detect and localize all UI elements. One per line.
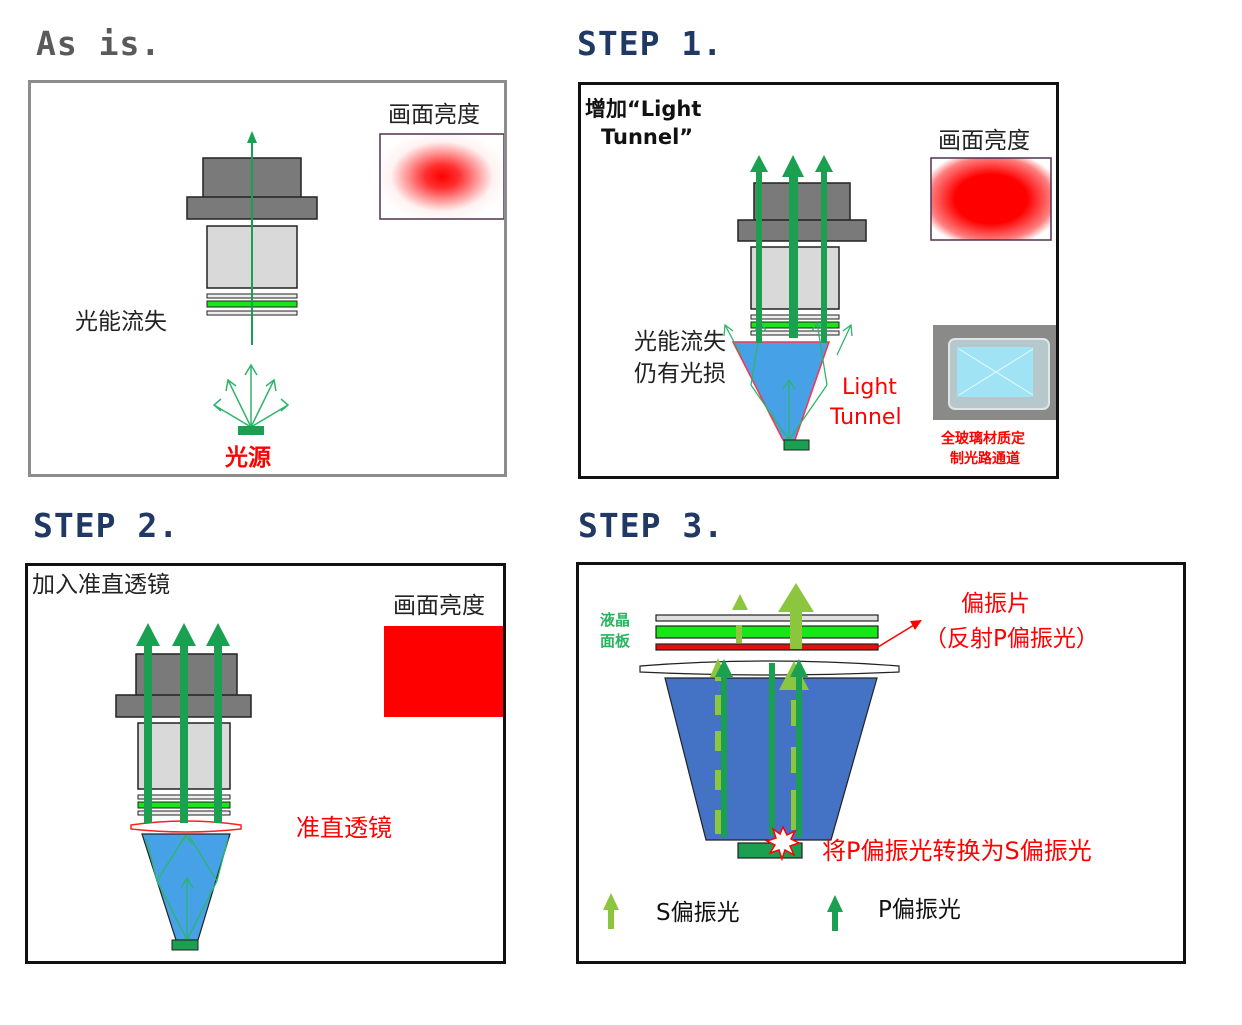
step-2-panel: 加入准直透镜 画面亮度 准直透镜 xyxy=(25,563,506,964)
light-source xyxy=(783,439,810,451)
step-1-diagram xyxy=(723,155,1056,451)
lens-cap-top xyxy=(753,182,851,222)
panel-title-step-2: STEP 2. xyxy=(33,506,180,545)
tunnel-label-line2: Tunnel xyxy=(830,405,902,430)
conversion-label: 将P偏振光转换为S偏振光 xyxy=(822,837,1092,865)
brightness-label: 画面亮度 xyxy=(938,128,1030,154)
step-1-caption-line1: 增加“Light xyxy=(585,97,702,121)
polarizer-pointer xyxy=(877,624,915,648)
lcd-layer-green xyxy=(655,625,879,639)
as-is-diagram xyxy=(186,131,504,435)
polarizer-label-line1: 偏振片 xyxy=(961,591,1030,617)
lcd-label-line1: 液晶 xyxy=(600,611,631,629)
tunnel-inner-rays xyxy=(723,321,853,441)
light-tunnel xyxy=(141,833,231,941)
scatter-rays xyxy=(212,363,290,428)
legend-p-arrow-icon xyxy=(827,895,843,931)
panel-title-step-3: STEP 3. xyxy=(578,506,725,545)
p-polarized-rays xyxy=(715,659,808,837)
step-3-diagram xyxy=(603,583,922,931)
step-2-diagram xyxy=(115,623,503,951)
brightness-label: 画面亮度 xyxy=(393,593,485,619)
polarizer-pointer-head xyxy=(910,620,922,630)
output-rays xyxy=(750,155,833,343)
collimating-lens xyxy=(130,820,242,833)
light-source xyxy=(171,939,199,951)
brightness-box xyxy=(930,157,1052,241)
light-source xyxy=(238,426,264,435)
brightness-box xyxy=(379,133,504,220)
photo-caption-line1: 全玻璃材质定 xyxy=(941,431,1025,447)
legend-s-arrow-icon xyxy=(603,893,619,929)
panel-title-step-1: STEP 1. xyxy=(577,24,724,63)
conversion-burst-icon xyxy=(765,825,801,862)
photo-caption-line2: 制光路通道 xyxy=(950,451,1020,467)
polarizer-label-line2: （反射P偏振光） xyxy=(924,626,1099,652)
step-2-caption: 加入准直透镜 xyxy=(32,572,170,598)
brightness-label: 画面亮度 xyxy=(388,102,480,128)
tunnel-inner-rays xyxy=(145,834,229,941)
lens-label: 准直透镜 xyxy=(296,814,392,842)
lcd-label-line2: 面板 xyxy=(600,632,631,650)
as-is-panel: 画面亮度 光能流失 光源 xyxy=(28,80,507,477)
legend-s-label: S偏振光 xyxy=(656,900,740,926)
loss-label-line2: 仍有光损 xyxy=(634,361,726,387)
brightness-box xyxy=(384,626,503,717)
step-3-panel: 液晶 面板 偏振片 （反射P偏振光） 将P偏振光转换为S偏振光 S偏振光 P偏振… xyxy=(576,562,1186,964)
polarizer-layer-red xyxy=(655,643,879,651)
light-tunnel xyxy=(731,341,831,441)
panel-title-as-is: As is. xyxy=(36,24,162,63)
light-ray-arrowhead xyxy=(247,131,257,143)
lcd-layer-top xyxy=(655,614,879,622)
tunnel-label-line1: Light xyxy=(842,375,897,400)
loss-label: 光能流失 xyxy=(75,309,167,335)
output-rays xyxy=(136,623,230,823)
legend-p-label: P偏振光 xyxy=(878,897,961,923)
step-1-caption-line2: Tunnel” xyxy=(601,125,694,149)
source-label: 光源 xyxy=(225,445,271,471)
lens-cap-base xyxy=(737,219,867,242)
loss-label-line1: 光能流失 xyxy=(634,329,726,355)
step-1-panel: 增加“Light Tunnel” 画面亮度 光能流失 仍有光损 Light Tu… xyxy=(578,82,1059,479)
